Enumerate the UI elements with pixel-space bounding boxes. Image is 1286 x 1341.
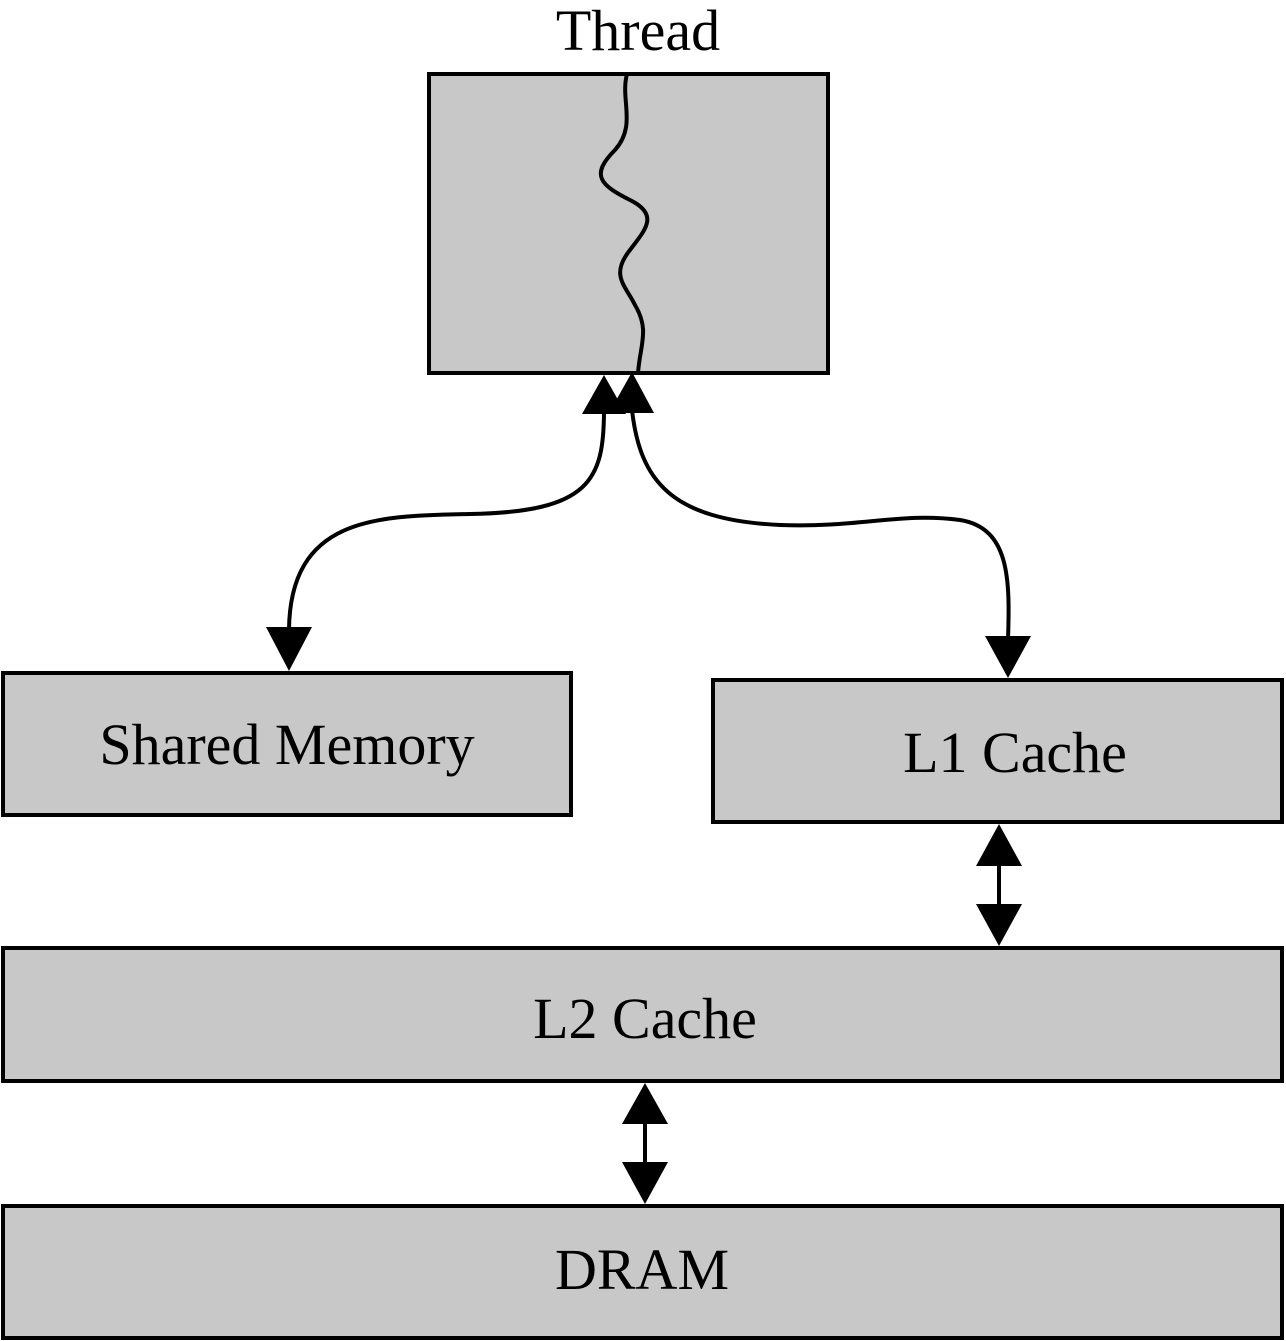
arrow-up-icon <box>622 1083 668 1124</box>
edge-thread-l1-cache <box>609 372 1031 678</box>
dram-node: DRAM <box>1 1204 1284 1340</box>
l1-cache-box <box>711 678 1284 824</box>
thread-node: Thread <box>427 0 830 375</box>
edge-l2-dram <box>622 1083 668 1204</box>
dram-label: DRAM <box>555 1237 729 1302</box>
thread-box <box>427 72 830 375</box>
shared-memory-label: Shared Memory <box>99 712 474 777</box>
l2-cache-label: L2 Cache <box>533 986 757 1051</box>
l1-cache-node: L1 Cache <box>711 678 1284 824</box>
shared-memory-box <box>1 671 573 817</box>
arrow-down-icon <box>985 636 1031 678</box>
thread-squiggle-icon <box>598 73 650 374</box>
thread-label: Thread <box>556 0 720 63</box>
arrow-down-icon <box>622 1162 668 1204</box>
l2-cache-box <box>1 946 1284 1083</box>
edge-thread-shared-memory <box>266 375 626 671</box>
edge-l1-l2 <box>976 824 1022 946</box>
arrow-up-icon <box>609 372 654 413</box>
l1-cache-label: L1 Cache <box>903 720 1127 785</box>
arrow-down-icon <box>266 627 312 671</box>
l2-cache-node: L2 Cache <box>1 946 1284 1083</box>
dram-box <box>1 1204 1284 1340</box>
edge-thread-l1-cache-line <box>630 409 1011 641</box>
shared-memory-node: Shared Memory <box>1 671 573 817</box>
edge-thread-shared-memory-line <box>287 409 606 631</box>
arrow-down-icon <box>976 904 1022 946</box>
arrow-up-icon <box>976 824 1022 866</box>
